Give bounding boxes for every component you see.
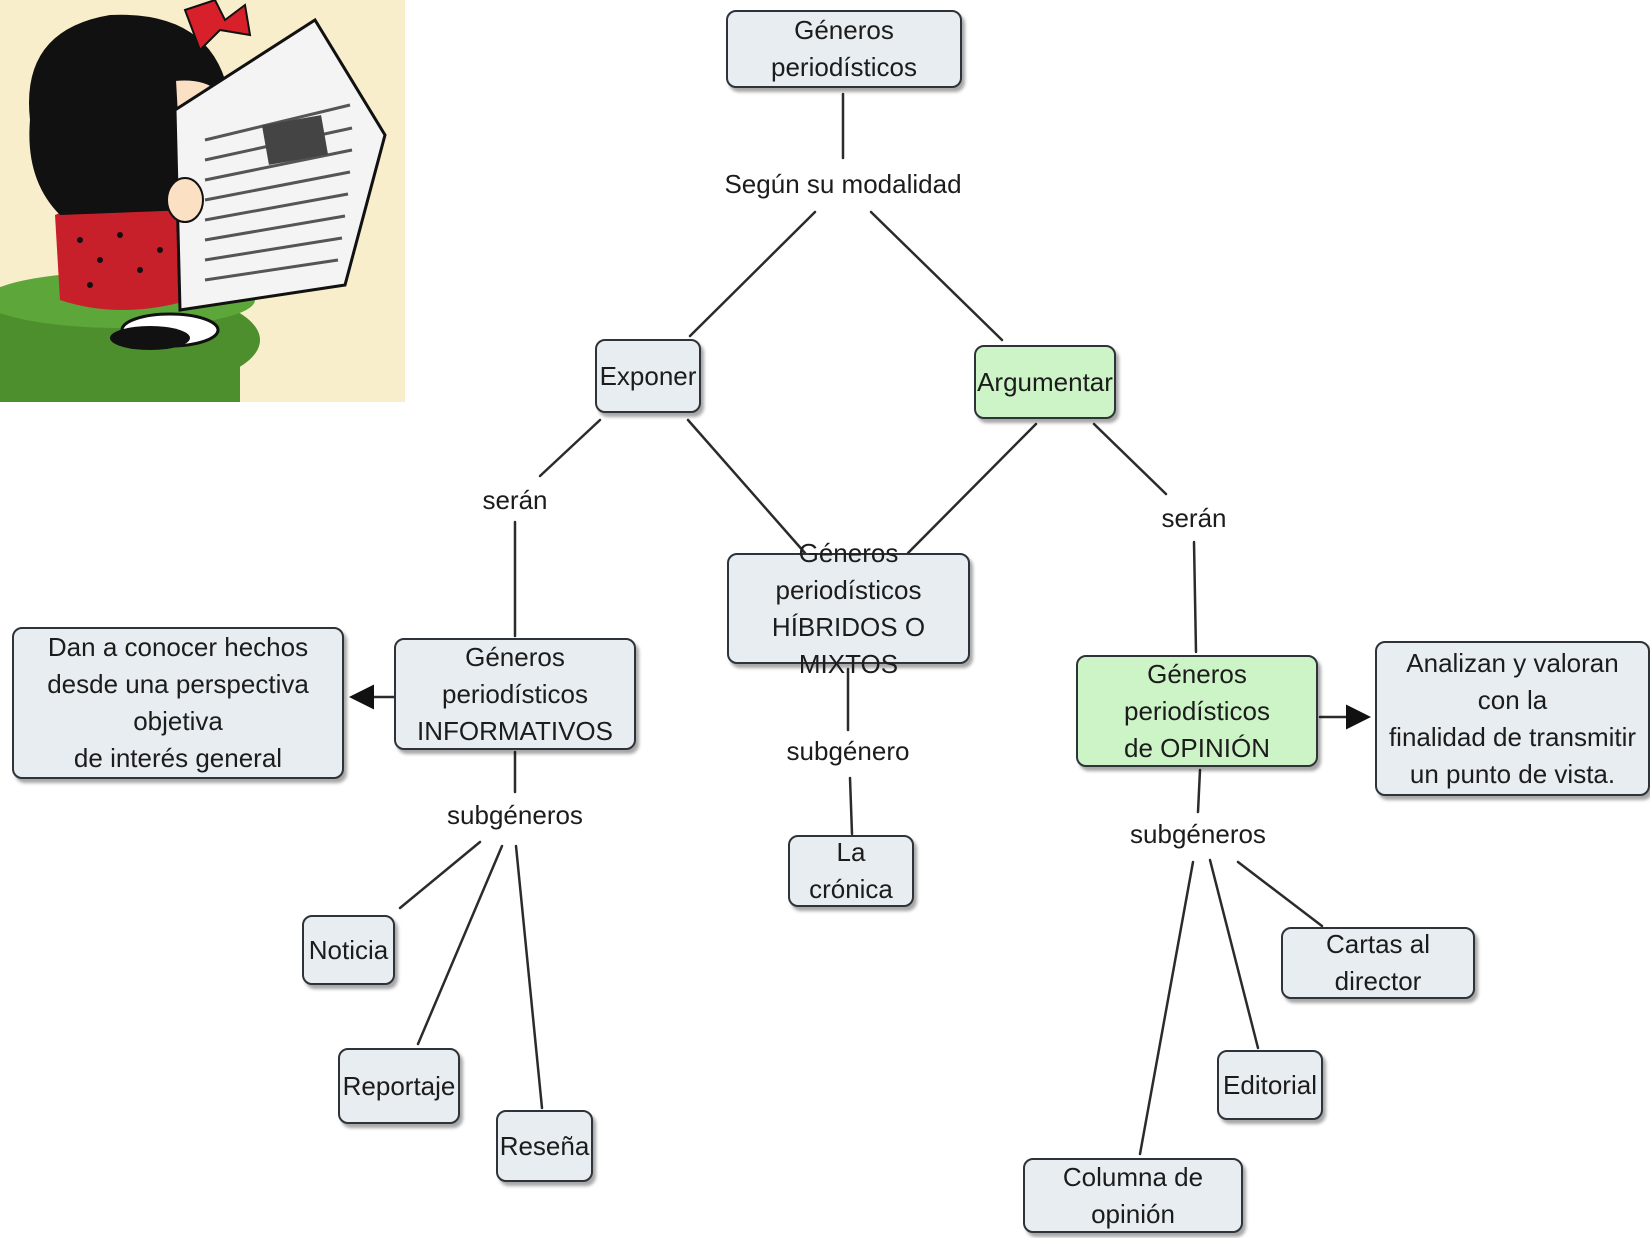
hair-bow	[183, 0, 252, 52]
edge-subgeneros-columna	[1138, 860, 1195, 1156]
edge-seran-opinion	[1192, 540, 1198, 654]
edge-opinion-subgeneros	[1196, 768, 1202, 814]
newspaper	[173, 17, 387, 312]
node-noticia: Noticia	[302, 915, 395, 985]
label-seran-right: serán	[1157, 502, 1231, 534]
edge-argumentar-seran	[1092, 422, 1168, 496]
edge-subgeneros-cartas	[1236, 860, 1324, 928]
edge-subgeneros-editorial	[1208, 858, 1260, 1050]
node-editorial: Editorial	[1217, 1050, 1323, 1120]
node-opinion-description: Analizan y valoran con la finalidad de t…	[1375, 641, 1650, 796]
label-segun-su-modalidad: Según su modalidad	[720, 168, 966, 200]
edge-subgeneros-noticia	[398, 840, 482, 910]
mafalda-reading-illustration	[0, 0, 405, 402]
node-reportaje: Reportaje	[338, 1048, 460, 1124]
node-argumentar: Argumentar	[974, 345, 1116, 419]
label-subgeneros-left: subgéneros	[443, 799, 587, 831]
edge-exponer-seran	[538, 418, 602, 478]
edge-subgenero-cronica	[848, 776, 854, 836]
edge-modalidad-exponer	[688, 210, 817, 338]
edge-exponer-hibridos	[686, 418, 807, 555]
edge-subgeneros-reportaje	[416, 844, 504, 1046]
edge-subgeneros-resena	[514, 844, 544, 1110]
node-cartas-al-director: Cartas al director	[1281, 927, 1475, 999]
label-subgeneros-right: subgéneros	[1126, 818, 1270, 850]
node-generos-informativos: Géneros periodísticos INFORMATIVOS	[394, 638, 636, 750]
edge-modalidad-argumentar	[869, 210, 1004, 342]
node-generos-hibridos: Géneros periodísticos HÍBRIDOS O MIXTOS	[727, 538, 970, 679]
node-generos-opinion: Géneros periodísticos de OPINIÓN	[1076, 655, 1318, 767]
node-exponer: Exponer	[595, 339, 701, 413]
node-la-cronica: La crónica	[788, 835, 914, 907]
node-resena: Reseña	[496, 1110, 593, 1182]
node-columna-de-opinion: Columna de opinión	[1023, 1158, 1243, 1233]
edge-argumentar-hibridos	[906, 422, 1038, 555]
hand	[166, 177, 204, 223]
label-seran-left: serán	[478, 484, 552, 516]
label-subgenero: subgénero	[782, 735, 914, 767]
node-generos-periodisticos: Géneros periodísticos	[726, 10, 962, 88]
node-informativos-description: Dan a conocer hechos desde una perspecti…	[12, 627, 344, 779]
red-dress	[55, 201, 190, 310]
